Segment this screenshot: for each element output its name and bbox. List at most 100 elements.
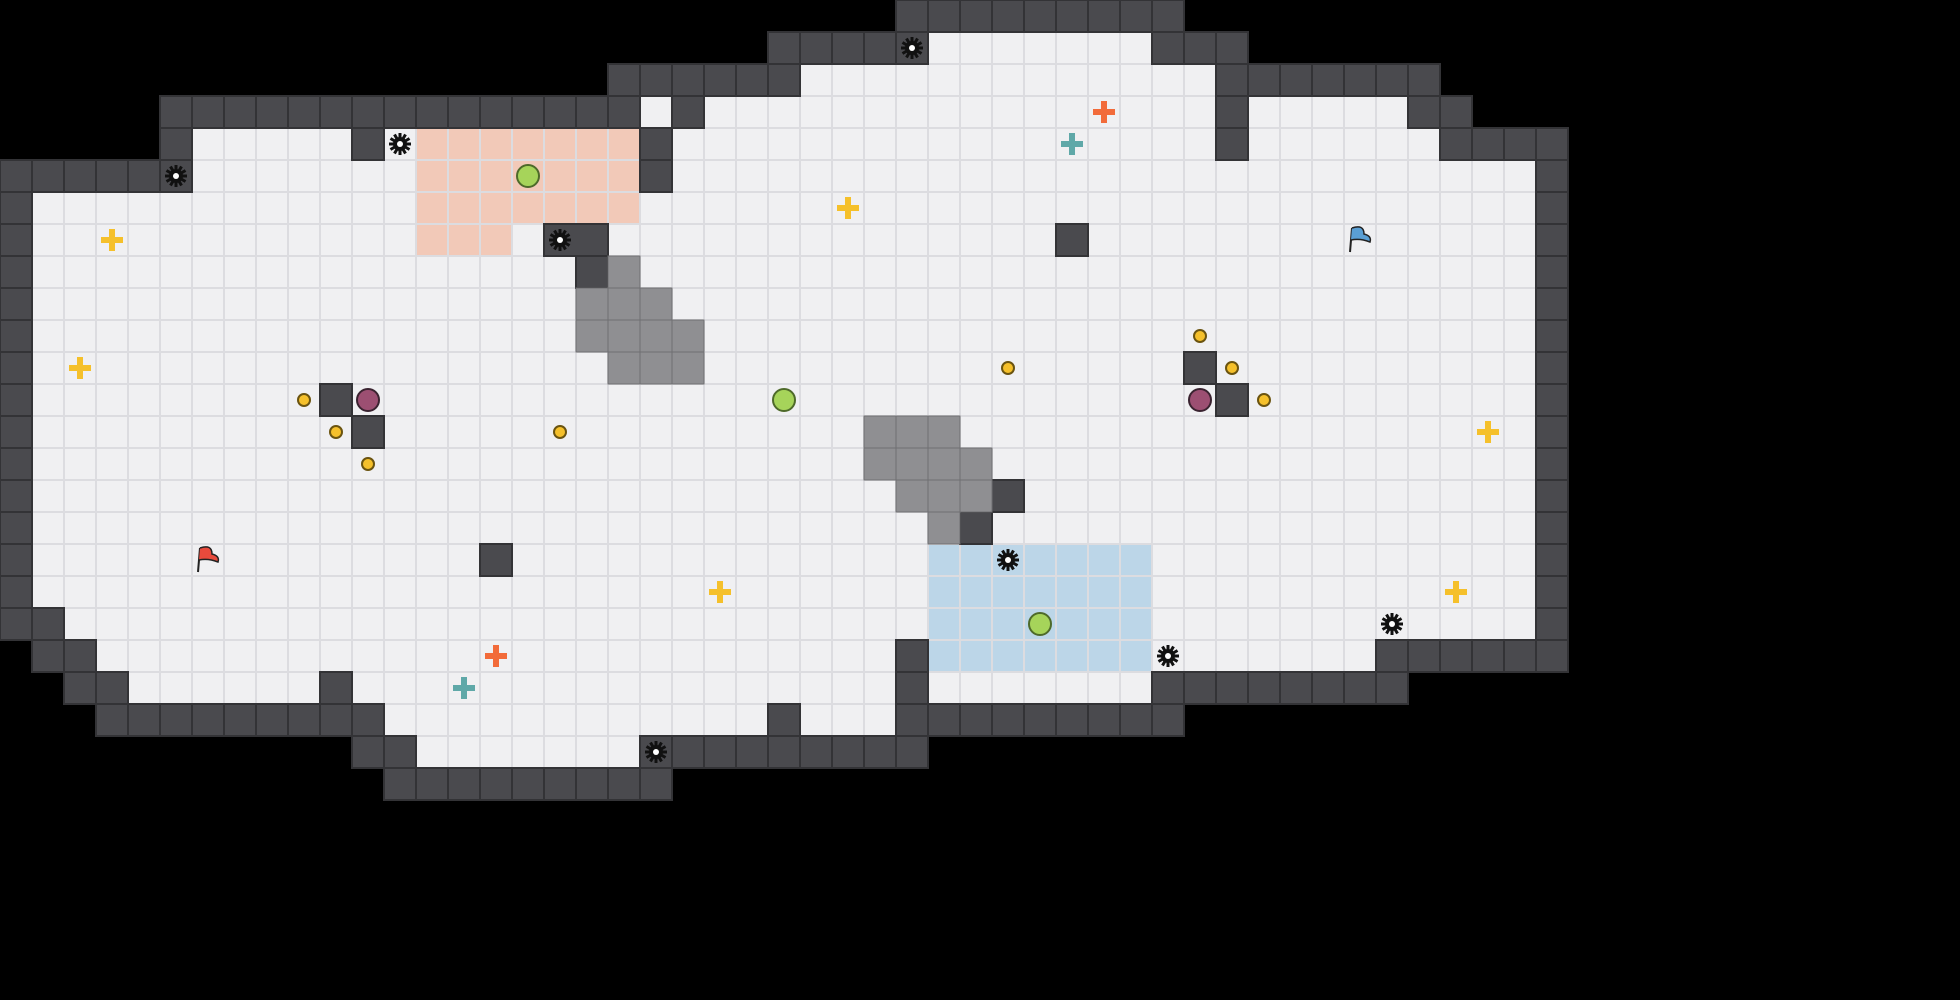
grid-cell bbox=[1216, 192, 1248, 224]
grid-cell bbox=[576, 160, 608, 192]
grid-cell bbox=[192, 544, 224, 576]
grid-cell bbox=[1216, 448, 1248, 480]
grid-cell bbox=[1088, 544, 1120, 576]
grid-cell bbox=[1408, 192, 1440, 224]
grid-cell bbox=[128, 640, 160, 672]
grid-cell bbox=[1344, 448, 1376, 480]
grid-cell bbox=[1440, 384, 1472, 416]
grid-cell bbox=[576, 576, 608, 608]
boundary-wall bbox=[0, 255, 33, 289]
grid-cell bbox=[352, 576, 384, 608]
boundary-wall bbox=[863, 735, 897, 769]
grid-cell bbox=[448, 576, 480, 608]
grid-cell bbox=[1376, 224, 1408, 256]
grid-cell bbox=[1088, 320, 1120, 352]
boundary-wall bbox=[1535, 319, 1569, 353]
grid-cell bbox=[800, 128, 832, 160]
grid-cell bbox=[512, 352, 544, 384]
boundary-wall bbox=[191, 95, 225, 129]
grid-cell bbox=[224, 160, 256, 192]
grid-cell bbox=[416, 352, 448, 384]
grid-cell bbox=[960, 64, 992, 96]
grid-cell bbox=[608, 704, 640, 736]
grid-cell bbox=[1120, 128, 1152, 160]
wall-block bbox=[351, 415, 385, 449]
grid-cell bbox=[1376, 576, 1408, 608]
grid-cell bbox=[288, 480, 320, 512]
grid-cell bbox=[1248, 448, 1280, 480]
boundary-wall bbox=[671, 63, 705, 97]
grid-cell bbox=[704, 448, 736, 480]
grid-cell bbox=[1184, 160, 1216, 192]
grid-cell bbox=[1408, 288, 1440, 320]
grid-cell bbox=[1312, 608, 1344, 640]
grid-cell bbox=[64, 416, 96, 448]
grid-cell bbox=[1248, 352, 1280, 384]
grid-cell bbox=[608, 608, 640, 640]
boundary-wall bbox=[1151, 31, 1185, 65]
boundary-wall bbox=[959, 703, 993, 737]
grate-tile bbox=[959, 479, 993, 513]
boundary-wall bbox=[1535, 575, 1569, 609]
grid-cell bbox=[1376, 416, 1408, 448]
grid-cell bbox=[288, 608, 320, 640]
grid-cell bbox=[192, 416, 224, 448]
grid-cell bbox=[192, 288, 224, 320]
boundary-wall bbox=[1375, 63, 1409, 97]
grid-cell bbox=[1120, 64, 1152, 96]
boundary-wall bbox=[415, 95, 449, 129]
grid-cell bbox=[224, 576, 256, 608]
grid-cell bbox=[1184, 512, 1216, 544]
grid-cell bbox=[1280, 416, 1312, 448]
boundary-wall bbox=[607, 63, 641, 97]
grid-cell bbox=[1280, 256, 1312, 288]
grid-cell bbox=[320, 224, 352, 256]
grid-cell bbox=[1152, 608, 1184, 640]
grid-cell bbox=[576, 608, 608, 640]
grid-cell bbox=[928, 96, 960, 128]
grid-cell bbox=[352, 480, 384, 512]
boundary-wall bbox=[1535, 479, 1569, 513]
wall-block bbox=[1215, 383, 1249, 417]
grid-cell bbox=[896, 96, 928, 128]
grid-cell bbox=[608, 544, 640, 576]
grid-cell bbox=[704, 576, 736, 608]
boundary-wall bbox=[1535, 255, 1569, 289]
grid-cell bbox=[736, 544, 768, 576]
boundary-wall bbox=[1215, 127, 1249, 161]
grid-cell bbox=[352, 320, 384, 352]
grid-cell bbox=[544, 608, 576, 640]
grid-cell bbox=[832, 160, 864, 192]
grid-cell bbox=[992, 352, 1024, 384]
floor-tile bbox=[32, 512, 1536, 544]
grid-cell bbox=[1152, 576, 1184, 608]
grid-cell bbox=[736, 256, 768, 288]
grid-cell bbox=[832, 224, 864, 256]
grid-cell bbox=[960, 608, 992, 640]
grid-cell bbox=[96, 256, 128, 288]
grid-cell bbox=[1216, 544, 1248, 576]
grid-cell bbox=[1248, 544, 1280, 576]
grid-cell bbox=[448, 256, 480, 288]
grid-cell bbox=[416, 480, 448, 512]
floor-tile bbox=[1248, 96, 1408, 128]
grate-tile bbox=[927, 479, 961, 513]
boundary-wall bbox=[223, 703, 257, 737]
grid-cell bbox=[1248, 256, 1280, 288]
boundary-wall bbox=[1535, 223, 1569, 257]
boundary-wall bbox=[0, 191, 33, 225]
grid-cell bbox=[1184, 544, 1216, 576]
boundary-wall bbox=[1279, 63, 1313, 97]
grid-cell bbox=[992, 576, 1024, 608]
grid-cell bbox=[928, 256, 960, 288]
grid-cell bbox=[1408, 352, 1440, 384]
grid-cell bbox=[448, 448, 480, 480]
boundary-wall bbox=[383, 767, 417, 801]
grid-cell bbox=[1312, 448, 1344, 480]
grid-cell bbox=[96, 224, 128, 256]
floor-tile bbox=[800, 64, 1216, 96]
grid-cell bbox=[1344, 512, 1376, 544]
grid-cell bbox=[1024, 320, 1056, 352]
grid-cell bbox=[1472, 256, 1504, 288]
